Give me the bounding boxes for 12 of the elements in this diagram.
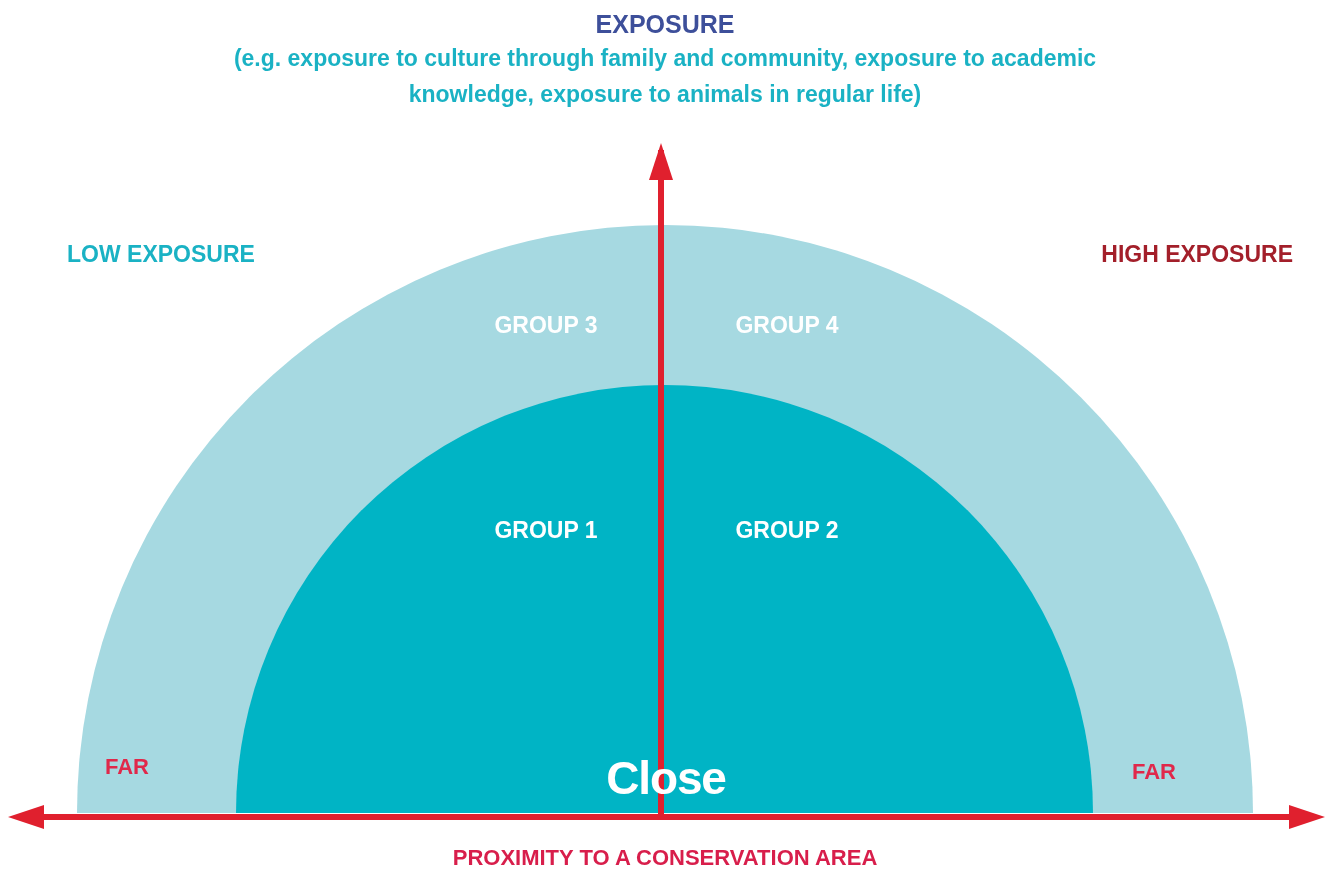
group-label: GROUP 2	[735, 515, 839, 545]
group-label: GROUP 3	[494, 310, 598, 340]
axis-title: PROXIMITY TO A CONSERVATION AREA	[451, 844, 879, 871]
subtitle-text: (e.g. exposure to culture through family and community, exposure to academic knowledge, exposure to animals in regular life)	[232, 44, 1098, 109]
far-label: FAR	[105, 752, 149, 781]
group-label: GROUP 1	[494, 515, 598, 545]
diagram-title: EXPOSURE	[594, 9, 736, 40]
axis-end-label: LOW EXPOSURE	[67, 240, 255, 269]
semicircle-region	[236, 385, 1093, 813]
axis-end-label: HIGH EXPOSURE	[1101, 240, 1293, 269]
group-label: GROUP 4	[735, 310, 839, 340]
far-label: FAR	[1132, 757, 1176, 786]
